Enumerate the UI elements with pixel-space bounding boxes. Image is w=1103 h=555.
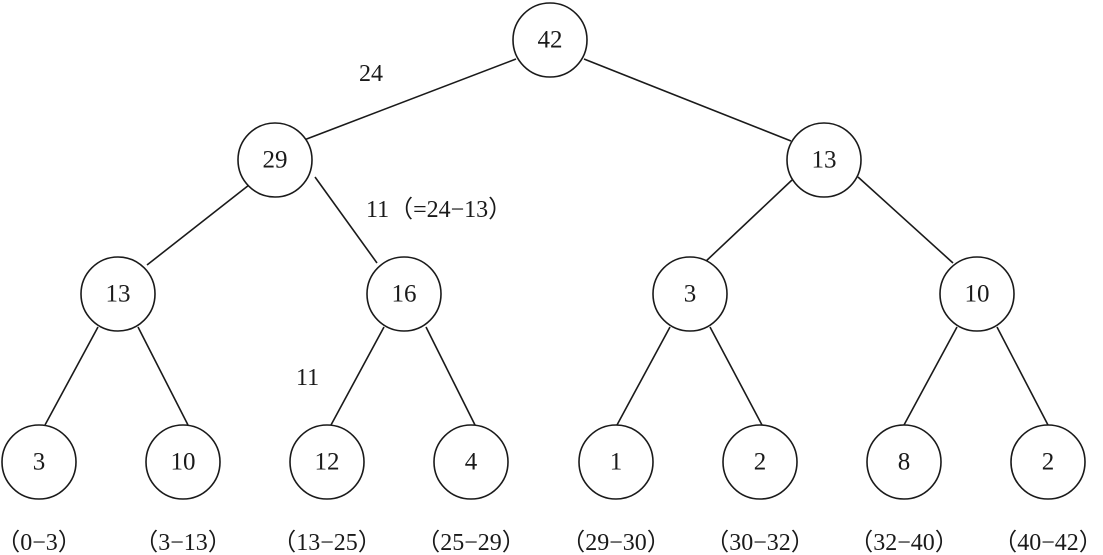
node-value: 8 bbox=[898, 449, 911, 476]
edge-root-to-29 bbox=[303, 58, 517, 141]
edge-3-to-leaf-2 bbox=[709, 326, 763, 426]
edge-16-to-leaf-12 bbox=[330, 326, 385, 426]
node-value: 3 bbox=[684, 281, 697, 308]
edge-root-to-13 bbox=[583, 58, 792, 142]
edge-13-to-leaf-10 bbox=[137, 326, 189, 426]
tree-leaf-5: 1 bbox=[578, 424, 654, 500]
node-value: 2 bbox=[1042, 449, 1055, 476]
tree-node-29: 29 bbox=[237, 122, 313, 198]
tree-leaf-8: 2 bbox=[1010, 424, 1086, 500]
node-value: 42 bbox=[538, 27, 563, 54]
tree-leaf-6: 2 bbox=[722, 424, 798, 500]
edge-13-to-leaf-3 bbox=[44, 326, 99, 426]
node-value: 10 bbox=[171, 449, 196, 476]
leaf-range-label: （32−40） bbox=[849, 530, 959, 555]
tree-leaf-2: 10 bbox=[145, 424, 221, 500]
tree-node-3: 3 bbox=[652, 256, 728, 332]
tree-node-13-left: 13 bbox=[80, 256, 156, 332]
node-value: 13 bbox=[106, 281, 131, 308]
annotation-root-left-edge: 24 bbox=[359, 61, 383, 87]
leaf-range-label: （40−42） bbox=[993, 530, 1103, 555]
node-value: 29 bbox=[263, 147, 288, 174]
leaf-range-label: （13−25） bbox=[272, 530, 382, 555]
edge-10-to-leaf-2b bbox=[996, 326, 1049, 426]
edge-16-to-leaf-4 bbox=[425, 326, 476, 426]
edge-annotations: 24 11（=24−13） 11 bbox=[296, 61, 512, 391]
node-value: 3 bbox=[33, 449, 46, 476]
leaf-range-label: （3−13） bbox=[134, 530, 232, 555]
tree-edges bbox=[44, 58, 1049, 426]
edge-29-to-13 bbox=[146, 184, 250, 266]
edge-29-to-16 bbox=[314, 176, 378, 264]
leaf-range-label: （25−29） bbox=[416, 530, 526, 555]
tree-leaf-3: 12 bbox=[289, 424, 365, 500]
tree-node-13-right: 13 bbox=[786, 122, 862, 198]
tree-node-root: 42 bbox=[512, 2, 588, 78]
node-value: 10 bbox=[965, 281, 990, 308]
leaf-range-label: （30−32） bbox=[705, 530, 815, 555]
node-value: 16 bbox=[392, 281, 417, 308]
tree-node-16: 16 bbox=[366, 256, 442, 332]
node-value: 12 bbox=[315, 449, 340, 476]
annotation-left-right-edge: 11（=24−13） bbox=[366, 197, 512, 223]
node-value: 4 bbox=[465, 449, 478, 476]
leaf-range-labels: （0−3） （3−13） （13−25） （25−29） （29−30） （30… bbox=[0, 530, 1103, 555]
edge-13-to-3 bbox=[703, 179, 793, 264]
tree-node-10: 10 bbox=[939, 256, 1015, 332]
edge-10-to-leaf-8 bbox=[903, 326, 958, 426]
node-value: 13 bbox=[812, 147, 837, 174]
tree-nodes: 42 29 13 13 16 3 10 3 bbox=[1, 2, 1086, 500]
annotation-sixteen-left-edge: 11 bbox=[296, 365, 319, 391]
node-value: 1 bbox=[610, 449, 623, 476]
leaf-range-label: （0−3） bbox=[0, 530, 82, 555]
leaf-range-label: （29−30） bbox=[561, 530, 671, 555]
node-value: 2 bbox=[754, 449, 767, 476]
edge-3-to-leaf-1 bbox=[616, 326, 671, 426]
edge-13-to-10 bbox=[857, 176, 954, 264]
tree-leaf-4: 4 bbox=[433, 424, 509, 500]
tree-leaf-7: 8 bbox=[866, 424, 942, 500]
tree-leaf-1: 3 bbox=[1, 424, 77, 500]
